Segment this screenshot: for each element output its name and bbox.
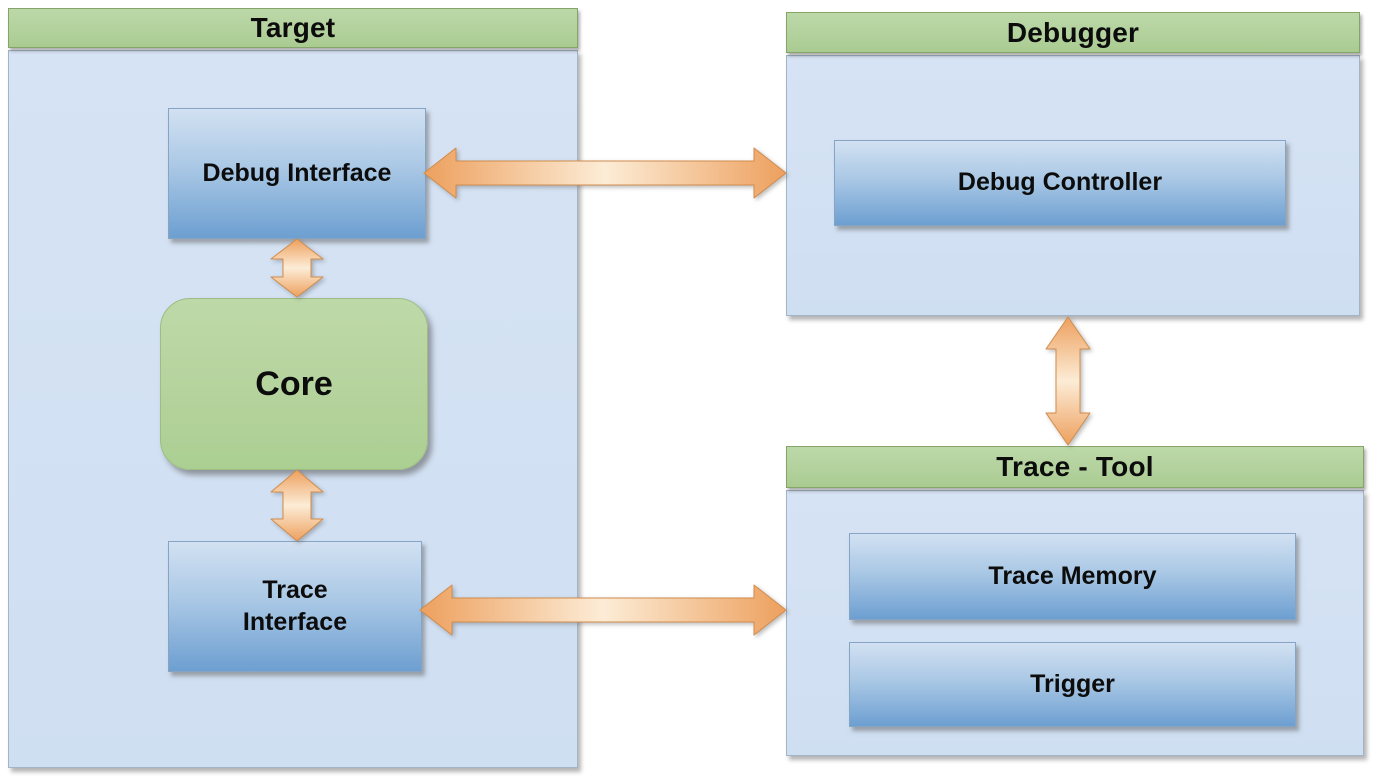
core-box: Core: [160, 298, 428, 470]
trace-tool-title: Trace - Tool: [996, 451, 1154, 482]
trigger-box: Trigger: [849, 642, 1296, 727]
trace-interface-label: Trace Interface: [242, 576, 348, 636]
debugger-title: Debugger: [1006, 16, 1140, 48]
debug-interface-box: Debug Interface: [168, 108, 426, 239]
arrow-debugger-trace-tool: [1045, 316, 1091, 446]
target-title: Target: [250, 12, 336, 43]
trace-memory-label: Trace Memory: [988, 561, 1157, 590]
debugger-header: Debugger: [786, 12, 1360, 53]
debug-controller-box: Debug Controller: [834, 140, 1286, 226]
arrow-debug-interface-debugger: [423, 147, 787, 199]
trigger-label: Trigger: [1030, 669, 1115, 698]
arrow-debug-interface-core: [270, 238, 324, 298]
trace-tool-header: Trace - Tool: [786, 446, 1364, 488]
arrow-core-trace-interface: [270, 469, 324, 542]
core-label: Core: [255, 364, 333, 403]
trace-memory-box: Trace Memory: [849, 533, 1296, 620]
debug-interface-label: Debug Interface: [202, 158, 392, 187]
debug-controller-label: Debug Controller: [957, 168, 1163, 197]
target-header: Target: [8, 8, 578, 48]
trace-interface-box: Trace Interface: [168, 541, 422, 672]
arrow-trace-interface-trace-tool: [419, 584, 787, 636]
